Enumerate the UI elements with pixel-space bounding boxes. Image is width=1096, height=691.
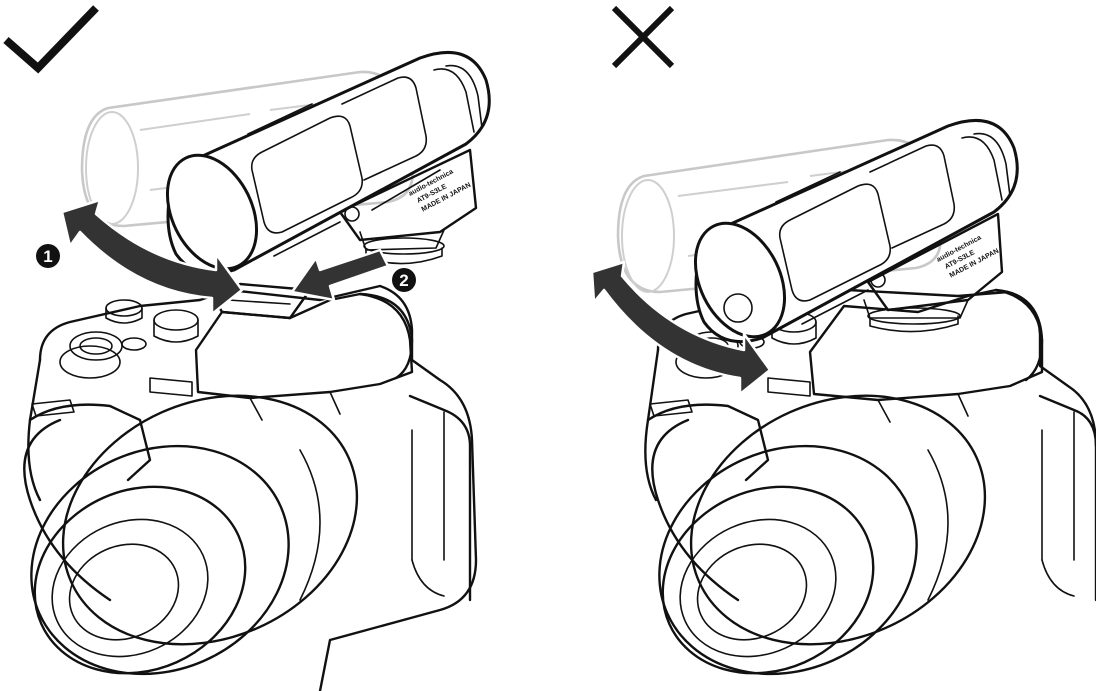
- check-mark-icon: [3, 5, 99, 74]
- incorrect-illustration: audio-technica AT9-S3LE MADE IN JAPAN: [590, 5, 1096, 676]
- step-1-badge: 1: [36, 244, 60, 268]
- rotate-arrow: [590, 260, 772, 396]
- camera-body: [644, 288, 1096, 602]
- panel-incorrect: audio-technica AT9-S3LE MADE IN JAPAN: [548, 0, 1096, 691]
- step-2-number: 2: [399, 271, 408, 290]
- camera-lens: [23, 394, 359, 676]
- step-2-badge: 2: [392, 268, 416, 292]
- correct-illustration: audio-technica AT9-S3LE MADE IN JAPAN 1 …: [3, 5, 491, 691]
- microphone: audio-technica AT9-S3LE MADE IN JAPAN: [693, 118, 1019, 344]
- panel-correct: audio-technica AT9-S3LE MADE IN JAPAN 1 …: [3, 5, 491, 691]
- step-1-number: 1: [43, 247, 52, 266]
- rotate-arrow: [60, 198, 244, 316]
- slide-arrow: [290, 248, 390, 302]
- camera-lens: [651, 394, 987, 676]
- cross-mark-icon: [611, 5, 675, 69]
